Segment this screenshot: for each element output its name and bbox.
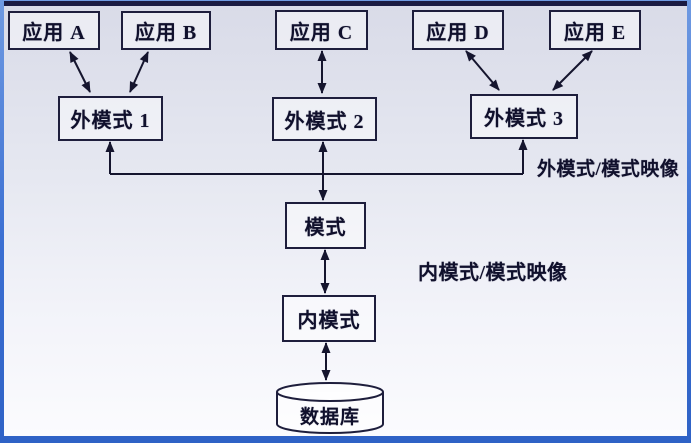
arrow-appD-ext3 [465, 50, 500, 91]
external-schema-box-1: 外模式 1 [58, 96, 163, 141]
diagram-arrows-svg [69, 50, 593, 434]
external-schema-box-2: 外模式 2 [272, 97, 377, 141]
internal-schema-box: 内模式 [282, 295, 376, 342]
app-box-a: 应用 A [8, 11, 100, 50]
external-mapping-label: 外模式/模式映像 [537, 159, 680, 180]
diagram-canvas: 应用 A 应用 B 应用 C 应用 D 应用 E 外模式 1 外模式 2 外模式… [4, 1, 687, 436]
database-label: 数据库 [299, 407, 360, 428]
arrow-appE-ext3 [552, 50, 593, 91]
internal-mapping-label: 内模式/模式映像 [418, 262, 568, 284]
database-cylinder [276, 382, 384, 434]
app-box-e: 应用 E [549, 10, 641, 50]
schema-box: 模式 [285, 202, 366, 249]
app-box-b: 应用 B [121, 11, 211, 50]
arrow-appB-ext1 [129, 51, 149, 93]
app-box-d: 应用 D [412, 10, 504, 50]
arrow-appA-ext1 [69, 51, 91, 93]
external-schema-box-3: 外模式 3 [470, 94, 578, 139]
app-box-c: 应用 C [275, 10, 368, 50]
